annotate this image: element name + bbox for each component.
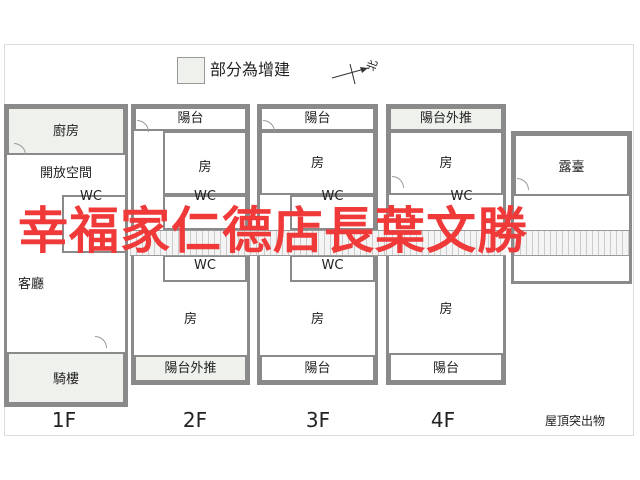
label-balcony: 陽台外推 [164, 361, 217, 376]
label-room: 房 [310, 156, 324, 171]
room-bedroom-3f-1 [260, 131, 375, 195]
label-balcony: 陽台 [304, 111, 331, 126]
floor-label-3f: 3F [305, 408, 331, 432]
floor-label-2f: 2F [182, 408, 208, 432]
label-wc: WC [194, 189, 216, 204]
label-balcony: 陽台 [177, 111, 204, 126]
label-balcony: 陽台 [432, 361, 459, 376]
room-arcade [7, 352, 125, 404]
room-balcony-4f-top [389, 107, 503, 131]
label-open-space: 開放空間 [39, 166, 92, 181]
stairs [386, 230, 506, 256]
room-bedroom-2f-1 [163, 131, 247, 195]
label-kitchen: 廚房 [52, 124, 79, 139]
floor-label-4f: 4F [430, 408, 456, 432]
label-wc: WC [321, 189, 344, 204]
room-balcony-3f-bottom [260, 355, 375, 382]
label-living: 客廳 [18, 277, 45, 292]
floor-label-roof: 屋頂突出物 [544, 414, 605, 428]
floor-roof-outline [511, 131, 632, 284]
floor-label-1f: 1F [51, 408, 77, 432]
label-balcony: 陽台外推 [419, 111, 472, 126]
label-room: 房 [198, 160, 212, 175]
north-arrow-icon [331, 63, 369, 85]
stairs [130, 230, 258, 256]
room-wc-3f-2 [290, 255, 375, 282]
room-wc-2f-2 [163, 255, 247, 282]
stairs [258, 230, 386, 256]
room-balcony-3f-top [260, 107, 375, 131]
room-wc-3f-1 [290, 195, 375, 230]
stairs [514, 230, 629, 256]
label-room: 房 [183, 312, 197, 327]
label-balcony: 陽台 [304, 361, 331, 376]
label-arcade: 騎樓 [52, 372, 79, 387]
label-room: 房 [439, 302, 453, 317]
legend-swatch [177, 57, 205, 84]
legend-label: 部分為增建 [210, 60, 291, 79]
label-room: 房 [439, 156, 453, 171]
label-wc: WC [450, 189, 473, 204]
room-wc-2f-1 [163, 195, 247, 230]
room-kitchen [7, 107, 125, 155]
room-balcony-2f-top [134, 107, 247, 131]
label-wc: WC [321, 258, 344, 273]
label-terrace: 露臺 [558, 160, 585, 175]
room-balcony-2f-bottom [134, 355, 247, 382]
watermark-text: 幸福家仁德店長葉文勝 [18, 202, 528, 260]
label-room: 房 [310, 312, 324, 327]
label-wc: WC [194, 258, 216, 273]
room-terrace [514, 134, 629, 196]
room-wc-1f [62, 195, 125, 253]
label-wc-1f: WC [80, 189, 102, 204]
room-bedroom-4f-1 [389, 131, 503, 195]
room-balcony-4f-bottom [389, 353, 503, 382]
